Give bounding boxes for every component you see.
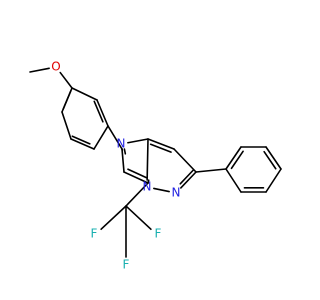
phenyl-bond-1: [225, 146, 242, 170]
pyrazole-bond-c3a-c3: [147, 138, 175, 150]
aryl-bond-6: [71, 87, 98, 101]
aryl-bond-2: [61, 111, 72, 140]
pyrimidine-bond-c3a-nbridge: [146, 138, 149, 181]
pyrimidine-bond-n4-c3a: [127, 138, 149, 144]
phenyl-bond-4: [265, 168, 282, 193]
fluorine-label-right: F: [155, 227, 162, 241]
double-bond-inner-c7-c6: [127, 168, 148, 179]
double-bond-inner-a5-a6: [93, 100, 104, 123]
cf-bond-left: [100, 205, 127, 231]
double-bond-inner-c5-n4: [123, 148, 127, 155]
molecule-structure-diagram: O N N N F F F: [29, 60, 282, 272]
double-bond-inner-p1-p2: [230, 150, 244, 170]
aryl-bond-4: [93, 125, 109, 150]
cf-bond-right: [125, 205, 152, 231]
trifluoromethyl-bond: [125, 182, 149, 207]
pyrazole-bond-c2-n1: [180, 171, 197, 189]
double-bond-inner-p3-p4: [263, 150, 277, 170]
methoxy-aryl-bond: [59, 71, 73, 89]
pyrimidine-bond-c7-c6: [123, 171, 149, 184]
bond-layer: [29, 67, 282, 258]
phenyl-bond-6: [225, 168, 242, 193]
pyrazole-bond-c3-c2: [173, 148, 197, 173]
phenyl-bond-3: [265, 146, 282, 170]
atom-label-layer: O N N N F F F: [51, 60, 180, 272]
aryl-pyrimidine-bond: [107, 125, 123, 150]
pyrimidine-bond-c6-c5: [121, 148, 125, 173]
phenyl-link-bond: [195, 168, 227, 173]
double-bond-inner-c2-n1: [179, 169, 195, 185]
double-bond-inner-a3-a4: [71, 135, 91, 145]
fluorine-label-bottom: F: [123, 258, 130, 272]
double-bond-inner-c3a-c3: [149, 143, 172, 153]
pyrimidine-nitrogen-label: N: [117, 137, 126, 151]
aryl-bond-3: [70, 138, 95, 150]
double-bond-inner-a1-a2: [62, 89, 72, 111]
bridgehead-nitrogen-label: N: [143, 180, 152, 194]
pyrazole-nitrogen-label: N: [172, 186, 181, 200]
aryl-bond-5: [96, 99, 109, 127]
methoxy-oxygen-label: O: [51, 60, 60, 74]
pyrazole-bond-n1-nbridge: [153, 187, 170, 193]
methoxy-methyl-bond: [29, 67, 50, 73]
fluorine-label-left: F: [91, 227, 98, 241]
